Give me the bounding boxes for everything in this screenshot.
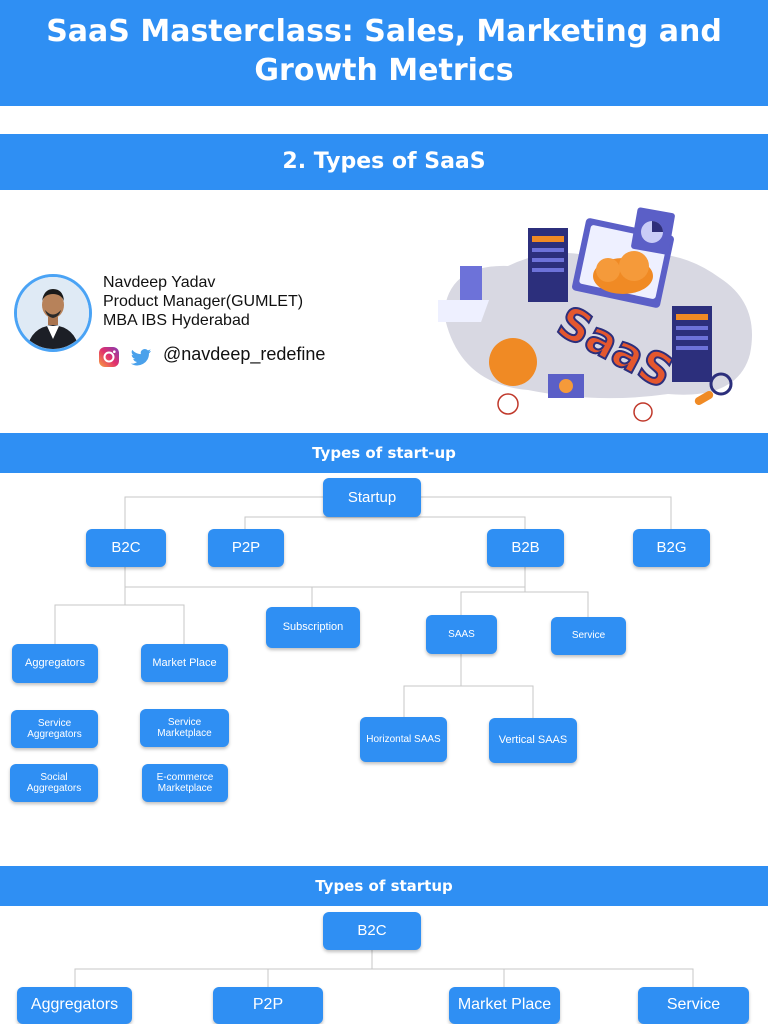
node-aggregators: Aggregators xyxy=(12,644,98,683)
node-service-aggregators: Service Aggregators xyxy=(11,710,98,748)
node-service-marketplace: Service Marketplace xyxy=(140,709,229,747)
avatar xyxy=(14,274,92,352)
section-title: 2. Types of SaaS xyxy=(282,149,486,174)
twitter-icon[interactable] xyxy=(130,346,152,368)
instagram-icon[interactable] xyxy=(98,346,120,368)
node-p2p: P2P xyxy=(208,529,284,567)
node-saas: SAAS xyxy=(426,615,497,654)
title-banner: SaaS Masterclass: Sales, Marketing and G… xyxy=(0,0,768,106)
diagram1-banner: Types of start-up xyxy=(0,433,768,473)
node-ecommerce-marketplace: E-commerce Marketplace xyxy=(142,764,228,802)
section-banner: 2. Types of SaaS xyxy=(0,134,768,190)
author-role: Product Manager(GUMLET) xyxy=(103,293,304,310)
saas-illustration: SaaS xyxy=(438,207,752,422)
node-service-2: Service xyxy=(638,987,749,1024)
node-subscription: Subscription xyxy=(266,607,360,648)
node-market-place: Market Place xyxy=(141,644,228,682)
diagram2-title: Types of startup xyxy=(315,877,453,895)
node-market-place-2: Market Place xyxy=(449,987,560,1024)
node-horizontal-saas: Horizontal SAAS xyxy=(360,717,447,762)
author-name: Navdeep Yadav xyxy=(103,274,216,291)
node-vertical-saas: Vertical SAAS xyxy=(489,718,577,763)
node-service: Service xyxy=(551,617,626,655)
node-aggregators-2: Aggregators xyxy=(17,987,132,1024)
node-social-aggregators: Social Aggregators xyxy=(10,764,98,802)
node-b2c-root: B2C xyxy=(323,912,421,950)
node-b2b: B2B xyxy=(487,529,564,567)
page-title: SaaS Masterclass: Sales, Marketing and G… xyxy=(46,14,722,88)
node-startup: Startup xyxy=(323,478,421,517)
author-education: MBA IBS Hyderabad xyxy=(103,312,250,329)
node-b2c: B2C xyxy=(86,529,166,567)
node-p2p-2: P2P xyxy=(213,987,323,1024)
diagram2-banner: Types of startup xyxy=(0,866,768,906)
node-b2g: B2G xyxy=(633,529,710,567)
social-handle[interactable]: @navdeep_redefine xyxy=(163,344,326,364)
diagram1-title: Types of start-up xyxy=(312,444,456,462)
